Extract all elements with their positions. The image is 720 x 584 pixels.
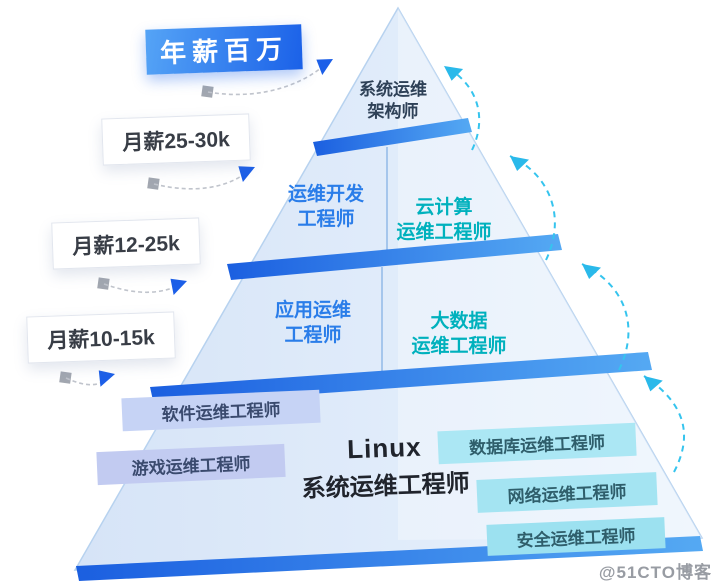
blue-arrow-icon-4 bbox=[98, 370, 115, 387]
cyan-arrow-icon-3 bbox=[582, 264, 601, 280]
watermark: @51CTO博客 bbox=[599, 558, 712, 583]
side-label-security-text: 安全运维工程师 bbox=[516, 526, 636, 551]
ascent-arc-2 bbox=[509, 155, 556, 261]
annual-salary-badge-label: 年薪百万 bbox=[159, 33, 289, 69]
tier2-left-line2: 工程师 bbox=[297, 208, 355, 230]
side-label-game-text: 游戏运维工程师 bbox=[131, 454, 251, 479]
tier3-left-line2: 工程师 bbox=[284, 324, 342, 346]
tier2-right-line2: 运维工程师 bbox=[396, 221, 492, 243]
tier2-left-title: 运维开发 工程师 bbox=[263, 183, 389, 232]
blue-arrow-icon-2 bbox=[238, 166, 255, 183]
cyan-arrow-icon-1 bbox=[444, 66, 464, 81]
salary-badge-10-15k-label: 月薪10-15k bbox=[46, 325, 156, 353]
salary-badge-10-15k: 月薪10-15k bbox=[26, 311, 176, 364]
side-label-network-text: 网络运维工程师 bbox=[507, 482, 627, 507]
salary-badge-12-25k: 月薪12-25k bbox=[51, 217, 201, 270]
tier1-title-line2: 架构师 bbox=[367, 102, 419, 122]
tier3-left-line1: 应用运维 bbox=[274, 300, 351, 321]
tier3-right-line1: 大数据 bbox=[430, 311, 488, 332]
connector-square-2 bbox=[147, 177, 160, 190]
salary-badge-25-30k: 月薪25-30k bbox=[101, 113, 251, 166]
tier2-right-title: 云计算 运维工程师 bbox=[368, 196, 520, 245]
tier3-left-title: 应用运维 工程师 bbox=[247, 299, 379, 348]
connector-line-2 bbox=[153, 169, 251, 190]
cyan-arrow-icon-4 bbox=[644, 376, 663, 392]
annual-salary-badge: 年薪百万 bbox=[145, 24, 303, 75]
tier2-right-line1: 云计算 bbox=[415, 197, 473, 218]
side-label-software-text: 软件运维工程师 bbox=[161, 400, 281, 425]
watermark-text: @51CTO博客 bbox=[598, 563, 712, 582]
salary-badge-12-25k-label: 月薪12-25k bbox=[71, 231, 181, 259]
connector-square-1 bbox=[201, 85, 214, 98]
cyan-arrow-icon-2 bbox=[510, 156, 529, 172]
tier3-right-title: 大数据 运维工程师 bbox=[380, 310, 538, 359]
salary-badge-25-30k-label: 月薪25-30k bbox=[121, 127, 231, 155]
connector-line-1 bbox=[207, 61, 329, 96]
tier2-left-line1: 运维开发 bbox=[287, 184, 364, 205]
blue-arrow-icon-1 bbox=[316, 59, 333, 76]
blue-arrow-icon-3 bbox=[170, 278, 187, 295]
connector-square-4 bbox=[59, 371, 72, 384]
connector-line-3 bbox=[103, 283, 183, 294]
pyramid-highlight bbox=[398, 8, 702, 540]
side-label-database-text: 数据库运维工程师 bbox=[468, 433, 606, 458]
tier1-title-line1: 系统运维 bbox=[359, 80, 427, 99]
connector-square-3 bbox=[97, 277, 110, 290]
tier1-title: 系统运维 架构师 bbox=[327, 79, 459, 123]
tier1-band bbox=[313, 118, 472, 156]
tier2-band bbox=[227, 234, 562, 280]
tier3-right-line2: 运维工程师 bbox=[411, 335, 507, 357]
